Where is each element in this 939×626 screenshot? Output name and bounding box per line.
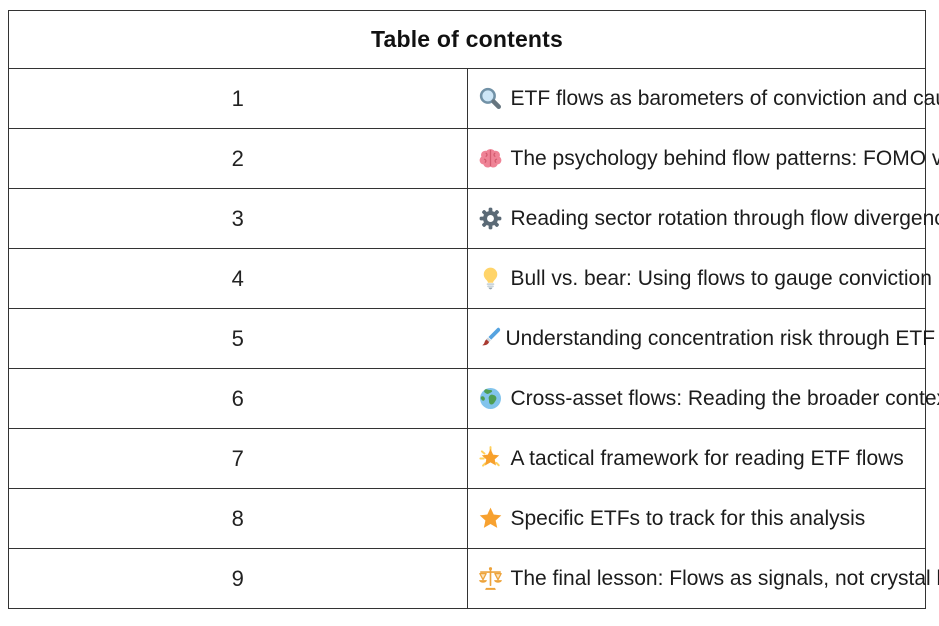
row-title: ETF flows as barometers of conviction an…: [510, 86, 939, 110]
row-number: 1: [8, 68, 468, 129]
glowing-star-icon: [477, 445, 504, 472]
row-number: 8: [8, 488, 468, 549]
toc-table: Table of contents 1 ETF flows as baromet…: [8, 10, 939, 609]
table-row: 1 ETF flows as barometers of conviction …: [8, 68, 939, 129]
row-number: 6: [8, 368, 468, 429]
paintbrush-icon: [477, 325, 504, 352]
table-row: 7 A tactical framework for read: [8, 428, 926, 489]
table-row: 4 Bull vs. bear: Using flows to gauge co…: [8, 248, 939, 309]
row-title: Reading sector rotation through flow div…: [510, 206, 939, 230]
table-of-contents: Table of contents 1 ETF flows as baromet…: [8, 10, 939, 609]
row-number: 4: [8, 248, 468, 309]
row-title: Specific ETFs to track for this analysis: [510, 506, 866, 530]
table-row: 2 The psychology behind flow patterns: F…: [8, 128, 939, 189]
table-row: 9 The f: [8, 548, 939, 609]
star-icon: [477, 505, 504, 532]
search-icon: [477, 85, 504, 112]
table-row: 8 Specific ETFs to track for this analys…: [8, 488, 926, 549]
row-title: Understanding concentration risk through…: [505, 326, 939, 350]
row-number: 2: [8, 128, 468, 189]
row-title: Bull vs. bear: Using flows to gauge conv…: [510, 266, 939, 290]
row-number: 5: [8, 308, 468, 369]
table-row: 6 Cross-asset flows: Reading the broader…: [8, 368, 939, 429]
row-number: 9: [8, 548, 468, 609]
row-title: The final lesson: Flows as signals, not …: [510, 566, 939, 590]
row-number: 7: [8, 428, 468, 489]
row-title: Cross-asset flows: Reading the broader c…: [510, 386, 939, 410]
row-title: The psychology behind flow patterns: FOM…: [510, 146, 939, 170]
toc-header-row: Table of contents: [8, 10, 926, 69]
table-row: 3 Reading sector rotation throu: [8, 188, 939, 249]
table-row: 5 Understanding concentration risk throu…: [8, 308, 939, 369]
row-title: A tactical framework for reading ETF flo…: [510, 446, 904, 470]
brain-icon: [477, 145, 504, 172]
scales-icon: [477, 565, 504, 592]
lightbulb-icon: [477, 265, 504, 292]
row-number: 3: [8, 188, 468, 249]
gear-icon: [477, 205, 504, 232]
globe-icon: [477, 385, 504, 412]
page-title: Table of contents: [8, 10, 926, 69]
